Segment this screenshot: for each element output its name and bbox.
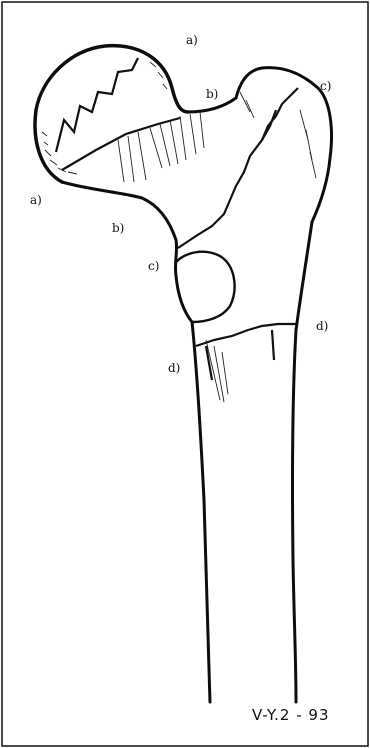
label-d-left: d) bbox=[168, 361, 180, 375]
femoral-head bbox=[35, 46, 188, 182]
artist-signature: V-Y.2 - 93 bbox=[252, 706, 330, 724]
label-c-left: c) bbox=[148, 259, 159, 273]
femoral-shaft bbox=[192, 222, 312, 702]
label-b-top: b) bbox=[206, 87, 218, 101]
subcapital-fracture-line bbox=[56, 58, 138, 152]
subtrochanteric-fracture-line bbox=[196, 324, 296, 346]
label-c-top: c) bbox=[320, 79, 331, 93]
femoral-neck-and-trochanter bbox=[62, 68, 332, 322]
spiral-fracture-branch bbox=[206, 330, 274, 380]
label-d-right: d) bbox=[316, 319, 328, 333]
label-a-left: a) bbox=[30, 193, 42, 207]
label-a-top: a) bbox=[186, 33, 198, 47]
label-b-left: b) bbox=[112, 221, 124, 235]
